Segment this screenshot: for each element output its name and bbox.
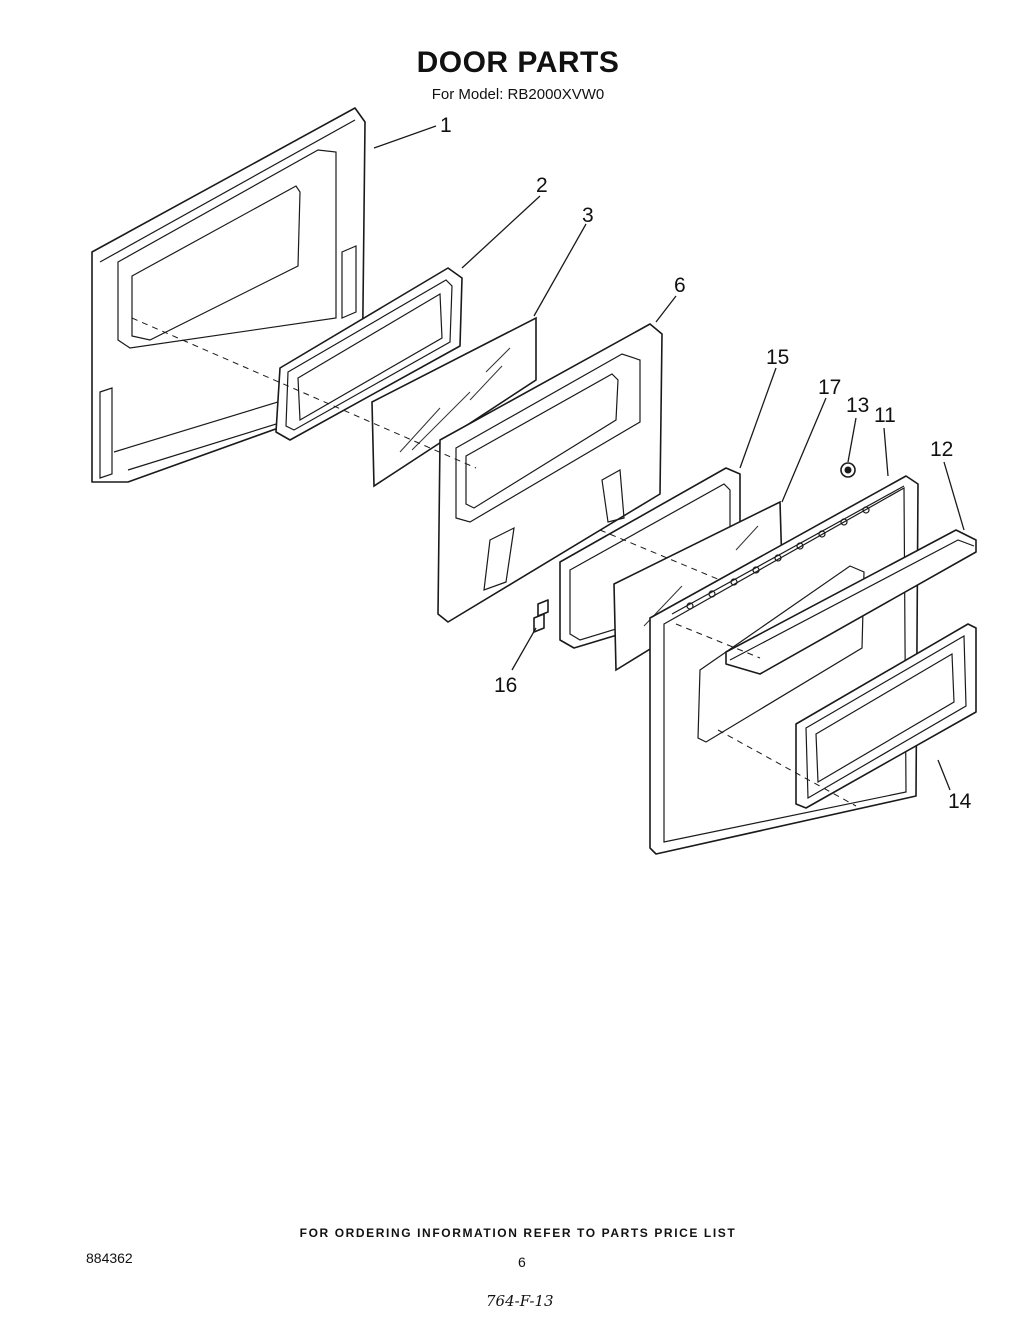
callout-3: 3 bbox=[582, 204, 594, 227]
callout-labels: 1 2 3 6 15 17 13 11 12 16 14 bbox=[440, 114, 972, 813]
callout-16: 16 bbox=[494, 674, 517, 697]
document-number: 884362 bbox=[86, 1250, 133, 1266]
part-1-outer-door-panel bbox=[91, 107, 366, 483]
page-number: 6 bbox=[518, 1254, 526, 1270]
ordering-note: FOR ORDERING INFORMATION REFER TO PARTS … bbox=[299, 1226, 737, 1240]
callout-17: 17 bbox=[818, 376, 841, 399]
alignment-lines bbox=[131, 317, 857, 807]
part-6-inner-door-liner bbox=[437, 323, 663, 623]
part-13-nut bbox=[840, 462, 856, 478]
callout-13: 13 bbox=[846, 394, 869, 417]
page-title: DOOR PARTS bbox=[416, 46, 620, 79]
part-2-window-frame bbox=[275, 267, 463, 441]
part-14-window-trim bbox=[795, 623, 977, 809]
callout-11: 11 bbox=[874, 404, 896, 427]
callout-14: 14 bbox=[948, 790, 972, 813]
leader-lines bbox=[373, 125, 965, 791]
model-subtitle: For Model: RB2000XVW0 bbox=[431, 86, 605, 103]
handwritten-note: 764-F-13 bbox=[486, 1292, 554, 1310]
part-12-handle-bar bbox=[725, 529, 977, 675]
callout-15: 15 bbox=[766, 346, 789, 369]
callout-1: 1 bbox=[440, 114, 452, 137]
callout-6: 6 bbox=[674, 274, 686, 297]
callout-12: 12 bbox=[930, 438, 953, 461]
part-3-glass-pane bbox=[371, 316, 537, 488]
part-16-clip bbox=[533, 599, 549, 633]
callout-2: 2 bbox=[536, 174, 548, 197]
